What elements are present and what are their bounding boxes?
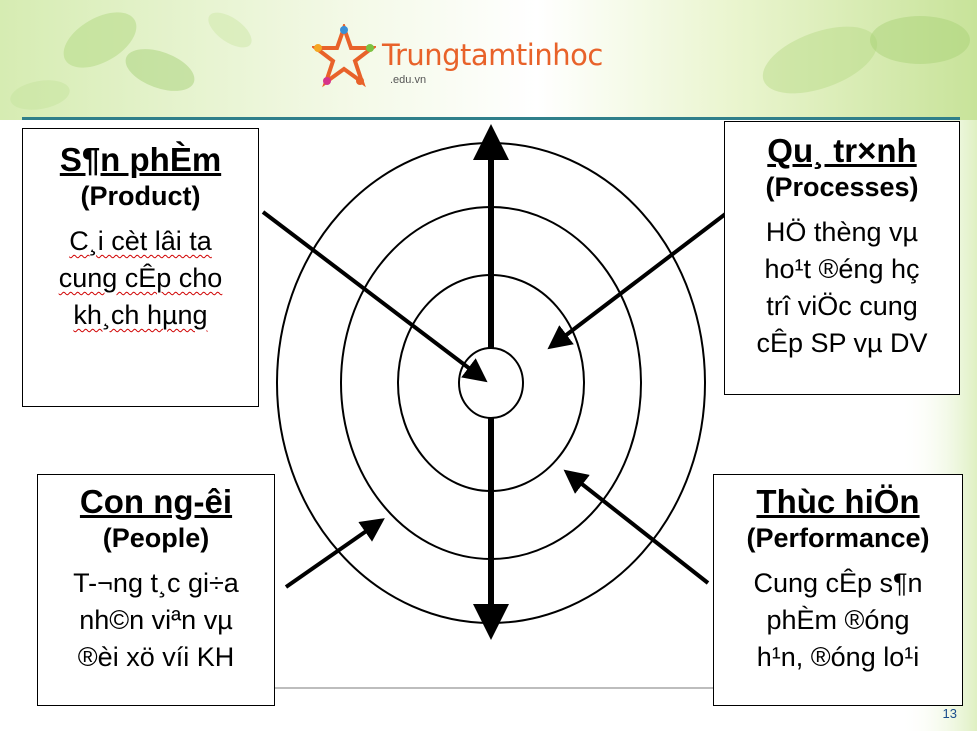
people-box: Con ng-êi (People) T-¬ng t¸c gi÷a nh©n v… [37, 474, 275, 706]
product-line: C¸i cèt lâi ta [69, 226, 212, 256]
people-line: nh©n viªn vµ [79, 605, 233, 635]
footer-divider [40, 687, 940, 689]
product-title: S¶n phÈm [59, 141, 222, 178]
performance-description: Cung cÊp s¶n phÈm ®óng h¹n, ®óng lo¹i [714, 565, 962, 676]
performance-line: phÈm ®óng [766, 605, 910, 635]
performance-title: Thùc hiÖn [756, 483, 920, 520]
processes-line: cÊp SP vµ DV [756, 328, 928, 358]
processes-title: Qu¸ tr×nh [767, 132, 917, 169]
logo-name: Trungtamtinhoc [382, 38, 603, 72]
product-line: cung cÊp cho [58, 263, 223, 293]
people-description: T-¬ng t¸c gi÷a nh©n viªn vµ ®èi xö víi K… [38, 565, 274, 676]
arrow-performance [563, 469, 710, 585]
product-subtitle: (Product) [80, 181, 201, 211]
arrow-product [261, 210, 488, 383]
inner-circle [458, 347, 524, 419]
arrow-people [284, 518, 385, 589]
people-line: ®èi xö víi KH [77, 642, 235, 672]
star-logo-icon [312, 24, 376, 88]
processes-line: HÖ thèng vµ [765, 217, 919, 247]
logo-domain: .edu.vn [390, 74, 427, 86]
performance-line: Cung cÊp s¶n [753, 568, 923, 598]
product-line: kh¸ch hµng [73, 300, 208, 330]
processes-description: HÖ thèng vµ ho¹t ®éng hç trî viÖc cung c… [725, 214, 959, 362]
product-box: S¶n phÈm (Product) C¸i cèt lâi ta cung c… [22, 128, 259, 407]
page-number: 13 [942, 706, 957, 721]
processes-line: ho¹t ®éng hç [764, 254, 920, 284]
performance-box: Thùc hiÖn (Performance) Cung cÊp s¶n phÈ… [713, 474, 963, 706]
header-divider [22, 117, 960, 120]
people-title: Con ng-êi [79, 483, 233, 520]
people-subtitle: (People) [102, 523, 210, 553]
logo: Trungtamtinhoc .edu.vn [312, 24, 612, 94]
performance-subtitle: (Performance) [746, 523, 930, 553]
people-line: T-¬ng t¸c gi÷a [73, 568, 239, 598]
performance-line: h¹n, ®óng lo¹i [756, 642, 920, 672]
processes-box: Qu¸ tr×nh (Processes) HÖ thèng vµ ho¹t ®… [724, 121, 960, 395]
processes-subtitle: (Processes) [765, 172, 919, 202]
processes-line: trî viÖc cung [766, 291, 918, 321]
arrow-processes [547, 210, 730, 350]
product-description: C¸i cèt lâi ta cung cÊp cho kh¸ch hµng [23, 223, 258, 334]
